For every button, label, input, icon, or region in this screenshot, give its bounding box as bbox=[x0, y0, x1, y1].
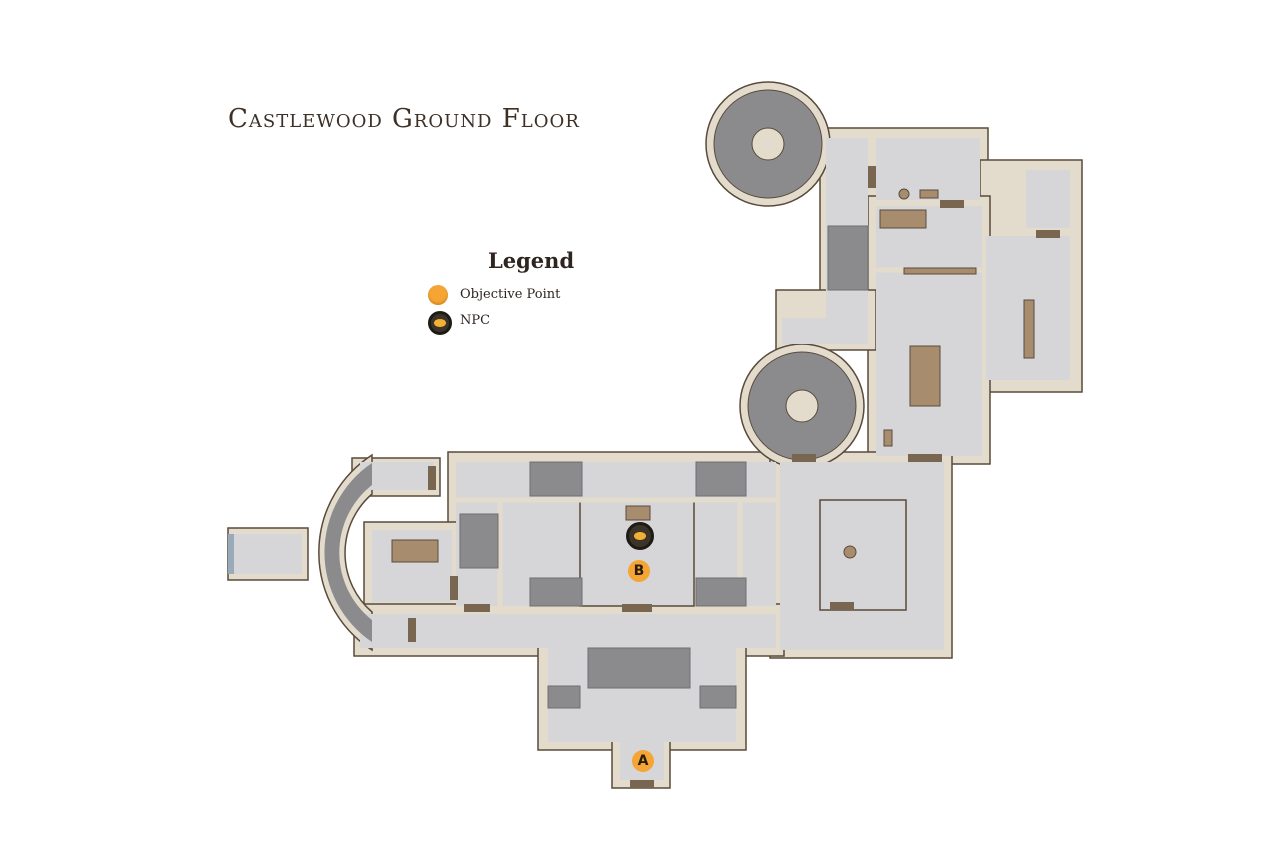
tower-stairs bbox=[324, 89, 857, 642]
legend: Legend Objective Point NPC bbox=[420, 246, 590, 338]
floors bbox=[232, 138, 1070, 780]
doors bbox=[408, 166, 1060, 788]
furniture bbox=[391, 188, 1035, 563]
npc-icon bbox=[428, 311, 452, 335]
objective-point-icon bbox=[428, 285, 448, 305]
npc-marker[interactable] bbox=[626, 522, 654, 550]
objective-marker-a[interactable]: A bbox=[632, 750, 654, 772]
entrance-gate bbox=[228, 534, 234, 574]
map-title: Castlewood Ground Floor bbox=[228, 104, 580, 134]
straight-stairs bbox=[459, 225, 869, 709]
legend-label: Objective Point bbox=[460, 287, 561, 302]
legend-label: NPC bbox=[460, 313, 491, 328]
objective-marker-b[interactable]: B bbox=[628, 560, 650, 582]
legend-title: Legend bbox=[488, 248, 575, 273]
